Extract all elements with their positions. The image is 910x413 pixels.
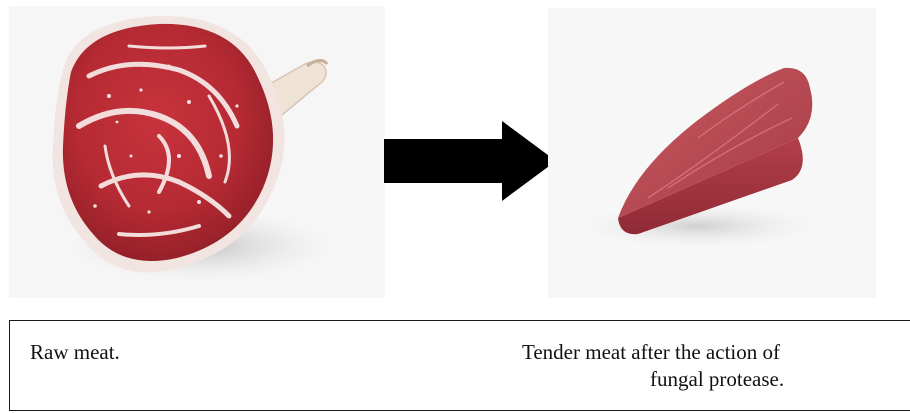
- caption-box: Raw meat. Tender meat after the action o…: [9, 320, 910, 411]
- raw-meat-photo: [9, 6, 385, 298]
- tender-caption-line-1: Tender meat after the action of: [522, 339, 906, 366]
- tender-caption-line-2: fungal protease.: [522, 366, 906, 393]
- right-arrow-icon: [384, 121, 556, 201]
- tender-meat-photo: [548, 8, 876, 298]
- tender-meat-illustration: [548, 8, 876, 298]
- tender-meat-caption: Tender meat after the action of fungal p…: [522, 339, 906, 393]
- raw-steak-illustration: [9, 6, 385, 298]
- raw-meat-caption: Raw meat.: [30, 339, 120, 366]
